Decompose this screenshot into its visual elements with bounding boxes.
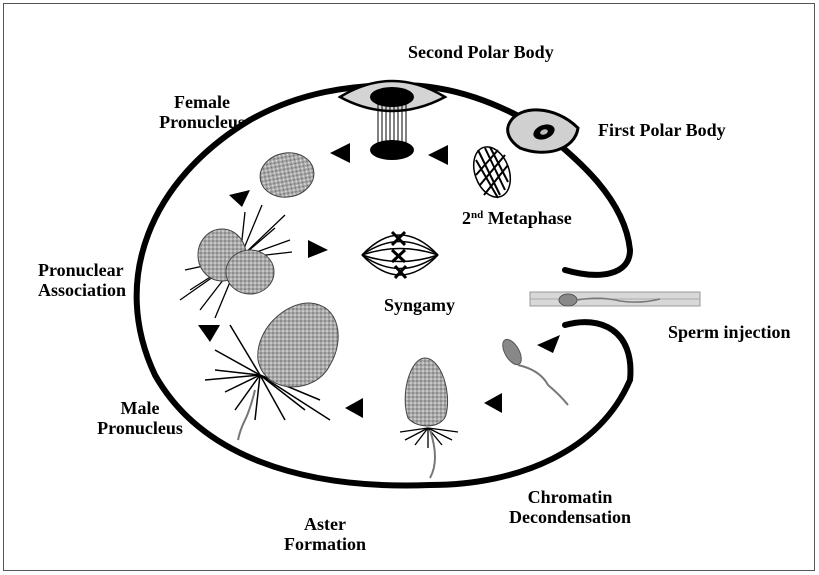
label-sperm-injection: Sperm injection (668, 322, 790, 342)
decondensing-sperm (499, 336, 568, 405)
arrow-aster-to-male (345, 398, 363, 418)
label-female-pronucleus: Female Pronucleus (152, 92, 252, 132)
arrow-metaphase-to-spindle (428, 145, 448, 165)
label-female-pronucleus-line1: Female (152, 92, 252, 112)
label-male-pronucleus: Male Pronucleus (90, 398, 190, 438)
label-male-pronucleus-line1: Male (90, 398, 190, 418)
label-male-pronucleus-line2: Pronucleus (90, 418, 190, 438)
arrow-to-female-pronucleus (330, 143, 350, 163)
label-pronuclear-association-line2: Association (38, 280, 126, 300)
arrow-injection-to-decond (537, 335, 560, 353)
label-aster-formation-line2: Formation (275, 534, 375, 554)
label-first-polar-body: First Polar Body (598, 120, 726, 140)
second-polar-body (340, 81, 445, 160)
label-female-pronucleus-line2: Pronucleus (152, 112, 252, 132)
arrow-decond-to-aster (484, 393, 502, 413)
arrow-to-association (229, 190, 250, 207)
metaphase-chromosomes (467, 142, 517, 202)
label-chromatin-decondensation-line1: Chromatin (495, 487, 645, 507)
male-pronucleus-shape (205, 303, 338, 440)
label-metaphase-number: 2 (462, 208, 471, 228)
label-chromatin-decondensation-line2: Decondensation (495, 507, 645, 527)
female-pronucleus-shape (257, 149, 318, 202)
label-metaphase-sup: nd (471, 209, 483, 221)
pronuclear-association-shape (180, 205, 292, 318)
label-aster-formation: Aster Formation (275, 514, 375, 554)
label-second-polar-body: Second Polar Body (408, 42, 554, 62)
injection-pipette (530, 292, 700, 306)
label-metaphase-word: Metaphase (483, 208, 572, 228)
label-pronuclear-association-line1: Pronuclear (38, 260, 126, 280)
label-chromatin-decondensation: Chromatin Decondensation (495, 487, 645, 527)
arrow-male-to-association (198, 325, 220, 342)
aster-formation-shape (400, 358, 458, 478)
label-2nd-metaphase: 2nd Metaphase (462, 205, 572, 228)
syngamy-shape (362, 232, 438, 278)
first-polar-body (508, 110, 578, 152)
arrow-association-to-syngamy (308, 240, 328, 258)
label-aster-formation-line1: Aster (275, 514, 375, 534)
label-syngamy: Syngamy (384, 295, 455, 315)
label-pronuclear-association: Pronuclear Association (38, 260, 126, 300)
